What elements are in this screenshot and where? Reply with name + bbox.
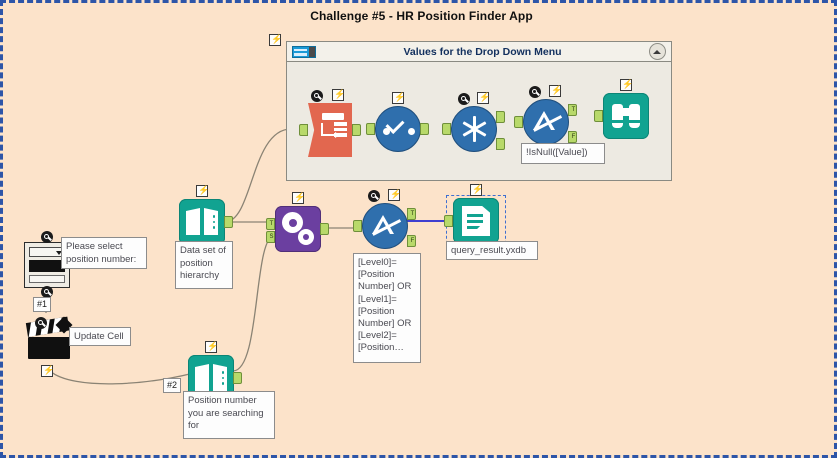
magnifier-badge: [35, 317, 47, 329]
magnifier-badge: [458, 93, 470, 105]
magnifier-badge: [311, 90, 323, 102]
output-port-duplicate[interactable]: [496, 138, 505, 150]
input-port[interactable]: [299, 124, 308, 136]
lightning-badge: [620, 78, 633, 91]
tool-container-header[interactable]: Values for the Drop Down Menu: [286, 41, 672, 62]
filter-expression-annotation: !IsNull([Value]): [521, 143, 605, 164]
unique-tool[interactable]: [442, 91, 505, 152]
dropdown-bar-icon: [29, 260, 65, 272]
output-port[interactable]: [352, 124, 361, 136]
output-data-tool[interactable]: [444, 183, 499, 244]
input-port[interactable]: [366, 123, 375, 135]
dropdown-bottom-icon: [29, 275, 65, 283]
port-label-true: T: [410, 211, 415, 217]
connection-label-1: #1: [33, 297, 52, 312]
output-file-annotation: query_result.yxdb: [446, 241, 538, 260]
lightning-badge: [549, 84, 562, 97]
container-icon: [292, 45, 316, 58]
filter-tool-container[interactable]: T F: [514, 84, 577, 145]
output-port-true[interactable]: T: [568, 104, 577, 116]
port-label-t: T: [269, 221, 274, 227]
transpose-tool[interactable]: [299, 88, 361, 157]
page-title: Challenge #5 - HR Position Finder App: [310, 9, 533, 23]
output-port[interactable]: [320, 223, 329, 235]
output-port[interactable]: [420, 123, 429, 135]
output-port[interactable]: [233, 372, 242, 384]
input-port[interactable]: [444, 215, 453, 227]
hierarchy-annotation: Data set of position hierarchy: [175, 241, 233, 289]
lightning-badge: [41, 364, 54, 377]
lightning-badge: [388, 188, 401, 201]
browse-tool[interactable]: [594, 78, 649, 139]
input-port-t[interactable]: T: [266, 218, 275, 230]
filter-main-tool[interactable]: T F: [353, 188, 416, 249]
drop-down-annotation: Please select position number:: [61, 237, 147, 269]
lightning-badge: [196, 184, 209, 197]
container-title: Values for the Drop Down Menu: [403, 45, 562, 58]
input-port[interactable]: [594, 110, 603, 122]
lightning-badge: [477, 91, 490, 104]
port-label-s: S: [269, 234, 274, 240]
input-port-s[interactable]: S: [266, 231, 275, 243]
connection-label-2: #2: [163, 378, 182, 393]
lightning-badge: [470, 183, 483, 196]
action-annotation: Update Cell: [69, 327, 131, 346]
output-port-true[interactable]: T: [407, 208, 416, 220]
chevron-up-icon[interactable]: [649, 43, 666, 60]
output-port-false[interactable]: F: [407, 235, 416, 247]
magnifier-badge-out: [41, 286, 53, 298]
output-port-unique[interactable]: [496, 111, 505, 123]
input-port[interactable]: [353, 220, 362, 232]
magnifier-badge: [368, 190, 380, 202]
magnifier-badge: [41, 231, 53, 243]
text-input-hierarchy-tool[interactable]: [179, 184, 233, 245]
port-label-false: F: [410, 238, 415, 244]
lightning-badge: [392, 91, 405, 104]
select-tool[interactable]: [366, 91, 429, 152]
magnifier-badge: [529, 86, 541, 98]
filter-main-expression-annotation: [Level0]= [Position Number] OR [Level1]=…: [353, 253, 421, 363]
lightning-badge: [205, 340, 218, 353]
dynamic-rename-tool[interactable]: T S: [266, 191, 329, 252]
canvas-surface[interactable]: Challenge #5 - HR Position Finder App: [3, 3, 834, 455]
lightning-badge: [292, 191, 305, 204]
dropdown-select-icon: [29, 247, 65, 257]
lightning-badge: [332, 88, 345, 101]
search-annotation: Position number you are searching for: [183, 391, 275, 439]
input-port[interactable]: [442, 123, 451, 135]
output-port-false[interactable]: F: [568, 131, 577, 143]
input-port[interactable]: [514, 116, 523, 128]
port-label-false: F: [571, 134, 576, 140]
action-tool[interactable]: [25, 316, 73, 361]
port-label-true: T: [571, 107, 576, 113]
output-port[interactable]: [224, 216, 233, 228]
lightning-badge-container: [269, 33, 282, 46]
